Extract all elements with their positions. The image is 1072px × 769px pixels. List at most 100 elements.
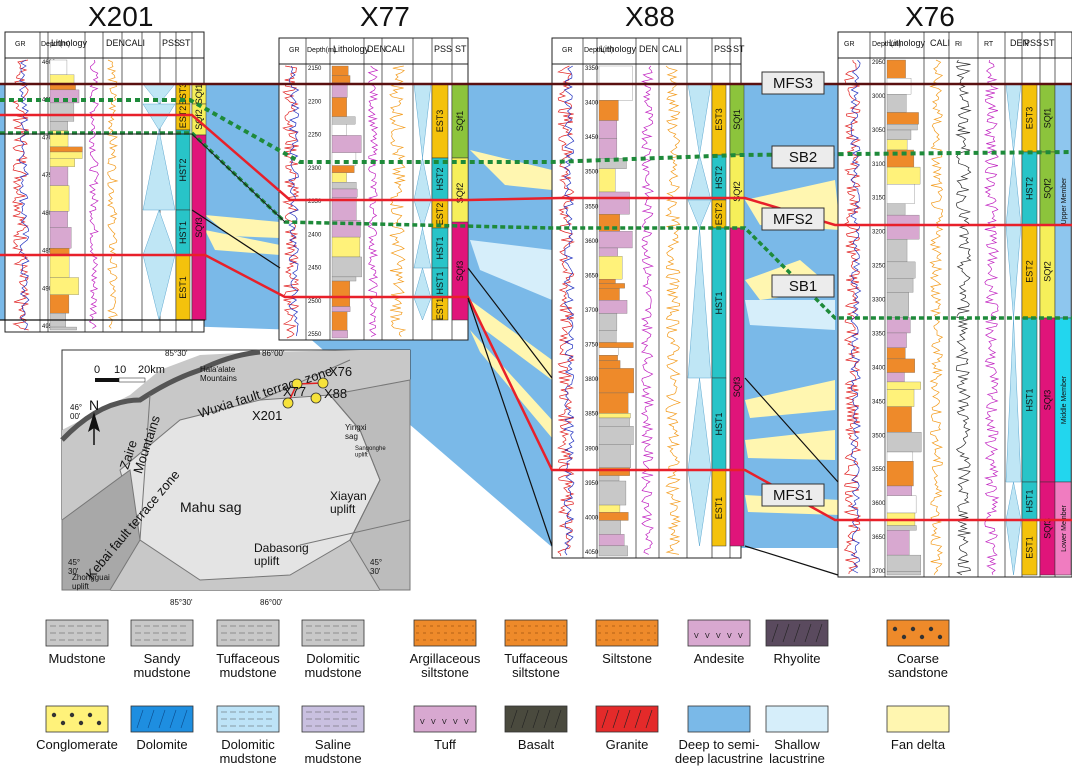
gr-curve	[11, 59, 30, 331]
systems-tract-label: HST1	[714, 291, 724, 314]
well-name: X201	[88, 1, 153, 32]
lithology-bed	[886, 381, 921, 390]
member-label: Lower Member	[1061, 504, 1068, 551]
fan-delta-wedge	[205, 230, 280, 255]
lithology-bed	[331, 311, 348, 331]
lithology-bed	[598, 120, 618, 139]
map-well-label: X76	[329, 364, 352, 379]
lithology-bed	[886, 525, 917, 531]
lithology-bed	[598, 520, 621, 535]
depth-tick: 3800	[585, 377, 599, 383]
gr-curve	[557, 65, 575, 557]
map-coordinate-line: 45°	[370, 558, 382, 567]
legend-pattern	[892, 626, 898, 632]
depth-tick: 2150	[308, 66, 322, 72]
legend-label: Mudstone	[48, 651, 105, 666]
lithology-bed	[886, 485, 913, 496]
depth-tick: 3400	[872, 365, 886, 371]
surface-box	[761, 483, 825, 507]
sequence-label: SQf3	[194, 217, 204, 238]
legend-pattern: V	[738, 633, 743, 640]
depth-tick: 3500	[585, 170, 599, 176]
sequence-label: SQf3	[1043, 518, 1053, 539]
legend-label: Fan delta	[891, 737, 946, 752]
lithology-bed	[886, 139, 908, 151]
lithology-bed	[598, 480, 627, 506]
depth-tick: 2400	[308, 232, 322, 238]
lithology-bed	[886, 451, 914, 462]
legend-item: Deep to semi-deep lacustrine	[675, 705, 763, 766]
lithology-bed	[886, 149, 915, 168]
legend-label-line: mudstone	[304, 751, 361, 766]
depth-tick: 3950	[585, 481, 599, 487]
legend-label: Dolomite	[136, 737, 187, 752]
depth-tick: 3650	[585, 273, 599, 279]
lithology-bed	[886, 278, 914, 293]
legend-item: Dolomite	[130, 705, 194, 752]
systems-tract-label: HST1	[714, 412, 724, 435]
lithology-bed	[598, 534, 625, 547]
systems-tract-label: HST2	[435, 167, 445, 190]
legend-pattern	[815, 623, 823, 643]
depth-tick: 4750	[42, 173, 56, 179]
fan-delta-wedge	[745, 380, 835, 418]
sequence-label: SQf1	[194, 84, 204, 105]
lithology-bed	[598, 417, 630, 427]
map-label-dabasong-line: Dabasong	[254, 541, 309, 555]
header-lith: Lithology	[889, 38, 926, 48]
legend-label-line: Fan delta	[891, 737, 946, 752]
sequence-label: SQf3	[732, 377, 742, 398]
shallow-lacustrine-area	[745, 300, 835, 330]
legend-item: Mudstone	[45, 619, 109, 666]
sequence-label: SQf1	[732, 109, 742, 130]
depth-tick: 3150	[872, 196, 886, 202]
lithology-bed	[886, 261, 916, 279]
log-curve	[106, 59, 119, 329]
legend-pattern	[78, 720, 84, 726]
log-curve-blue	[562, 65, 575, 556]
legend-label-line: Dolomitic	[306, 651, 360, 666]
lithology-bed	[886, 317, 911, 334]
pss-triangle	[687, 199, 712, 229]
legend-pattern: V	[727, 633, 732, 640]
systems-tract-label: EST3	[714, 108, 724, 131]
map-well-label: X88	[324, 386, 347, 401]
legend-pattern	[771, 623, 779, 643]
systems-tract-label: EST2	[714, 203, 724, 226]
legend-pattern	[937, 634, 943, 640]
header-pss: PSS	[714, 44, 732, 54]
map-label-yingxi-line: sag	[345, 432, 358, 441]
lithology-bed	[886, 554, 922, 572]
legend-label: Siltstone	[602, 651, 652, 666]
map-label-hala-line: Mountains	[200, 374, 237, 383]
lithology-bed	[598, 168, 616, 193]
legend-item: Rhyolite	[765, 619, 829, 666]
lithology-bed	[886, 372, 905, 383]
legend-pattern	[804, 623, 812, 643]
hst-boundary	[467, 267, 553, 379]
depth-tick: 2950	[872, 60, 886, 66]
legend-item: Conglomerate	[36, 705, 118, 752]
lithology-bed	[886, 78, 912, 95]
lithology-bed	[886, 347, 906, 360]
lithology-bed	[598, 279, 616, 284]
hst-boundary-right	[744, 377, 839, 483]
legend-pattern: V	[453, 719, 458, 726]
lithology-bed	[886, 358, 915, 373]
systems-tract-label: HST1	[435, 271, 445, 294]
legend-pattern	[158, 709, 166, 729]
legend-item: Fan delta	[886, 705, 950, 752]
legend-pattern: V	[464, 719, 469, 726]
sb1-core	[0, 133, 286, 223]
depth-tick: 3550	[585, 204, 599, 210]
header-rt: RT	[984, 41, 994, 48]
lithology-bed	[49, 253, 70, 278]
lithology-bed	[598, 283, 625, 289]
well-name: X88	[625, 1, 675, 32]
